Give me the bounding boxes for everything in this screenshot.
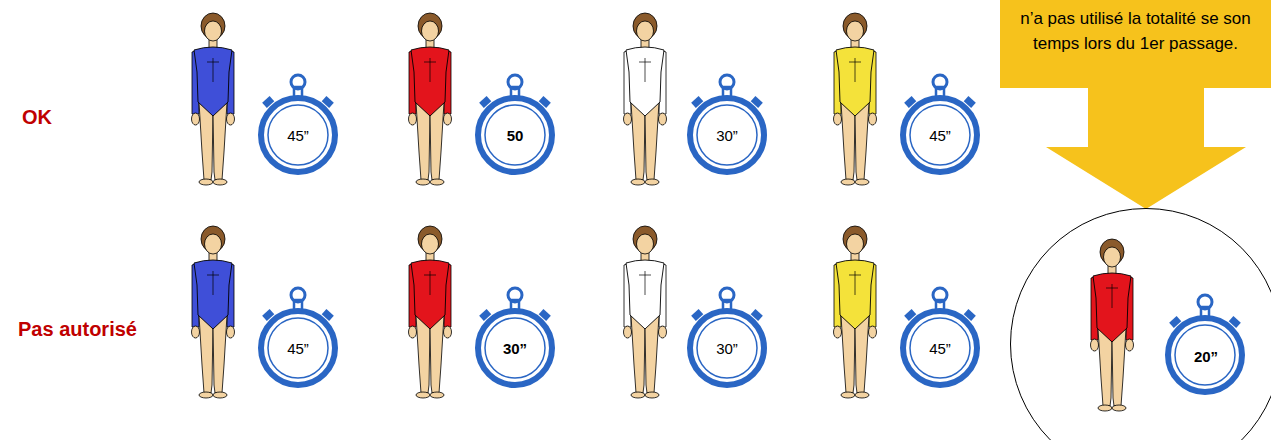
callout-box: n’a pas utilisé la totalité se son temps…: [1000, 0, 1271, 88]
time-value: 45”: [929, 128, 951, 143]
time-value: 30”: [716, 341, 738, 356]
callout-text: n’a pas utilisé la totalité se son temps…: [1012, 6, 1259, 56]
row-label: Pas autorisé: [18, 318, 137, 341]
time-value: 50: [507, 128, 524, 143]
highlight-circle: 20”: [1010, 208, 1271, 440]
time-value: 45”: [929, 341, 951, 356]
time-value: 30”: [716, 128, 738, 143]
block-arrow: [1046, 87, 1246, 209]
row-label: OK: [22, 106, 52, 129]
time-value: 45”: [287, 128, 309, 143]
time-value: 20”: [1194, 349, 1218, 364]
time-value: 45”: [287, 341, 309, 356]
time-value: 30”: [503, 341, 527, 356]
